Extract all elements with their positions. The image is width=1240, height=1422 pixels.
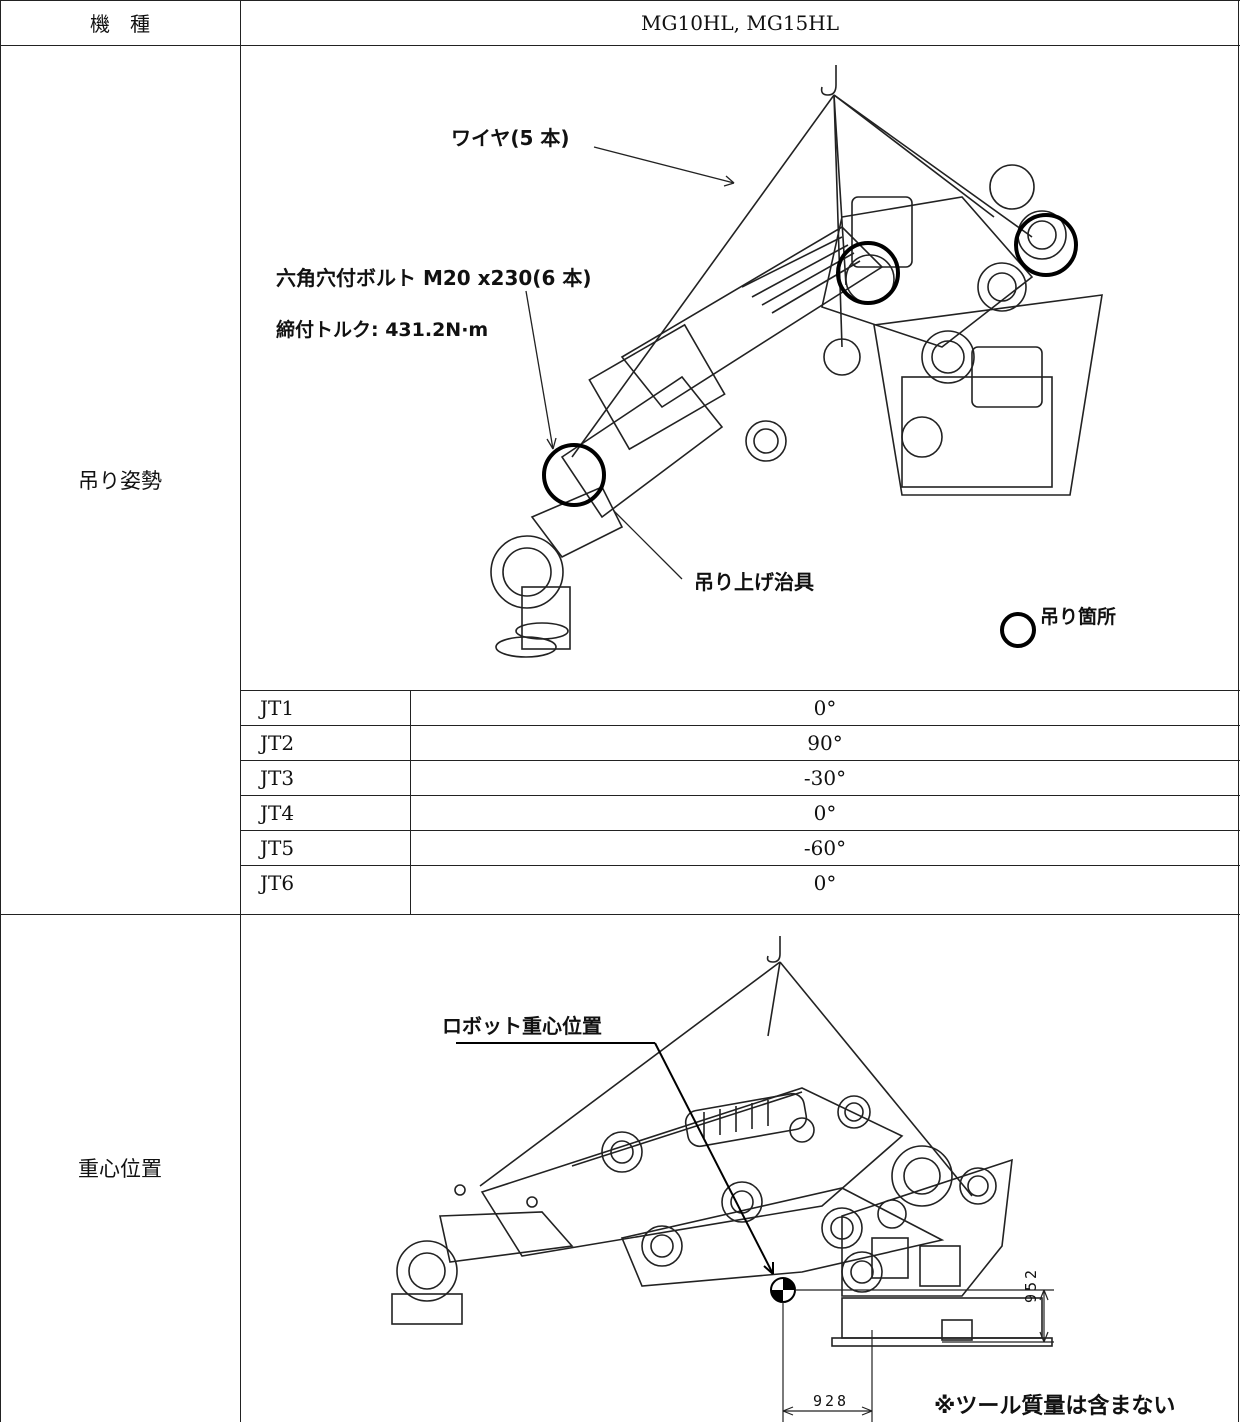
joint-name-jt3: JT3 bbox=[260, 765, 295, 790]
joint-value-jt6: 0° bbox=[813, 870, 837, 895]
legend-lift-point: 吊り箇所 bbox=[1040, 606, 1117, 628]
rule-jt2-bottom bbox=[240, 760, 1240, 761]
rule-label-col bbox=[240, 0, 241, 1422]
callout-torque: 締付トルク: 431.2N·m bbox=[276, 319, 489, 341]
callout-cog: ロボット重心位置 bbox=[442, 1014, 602, 1038]
rule-right-edge bbox=[1238, 0, 1239, 1422]
cog-drawing bbox=[391, 936, 1054, 1422]
joint-name-jt6: JT6 bbox=[260, 870, 295, 895]
dim-horizontal: 928 bbox=[813, 1392, 850, 1410]
joint-value-jt3: -30° bbox=[803, 765, 847, 790]
rule-jt4-bottom bbox=[240, 830, 1240, 831]
joint-name-jt2: JT2 bbox=[260, 730, 295, 755]
rule-jt3-bottom bbox=[240, 795, 1240, 796]
cog-note: ※ツール質量は含まない bbox=[934, 1394, 1176, 1419]
cog-label: 重心位置 bbox=[78, 1157, 162, 1181]
dim-vertical: 952 bbox=[1022, 1266, 1040, 1303]
rule-header-bottom bbox=[0, 45, 1240, 46]
joint-value-jt5: -60° bbox=[803, 835, 847, 860]
joint-value-jt1: 0° bbox=[813, 695, 837, 720]
joint-value-jt4: 0° bbox=[813, 800, 837, 825]
model-value: MG10HL, MG15HL bbox=[641, 10, 839, 35]
rule-joints-top bbox=[240, 690, 1240, 691]
rule-section-divider bbox=[0, 914, 1240, 915]
lift-posture-label: 吊り姿勢 bbox=[78, 468, 162, 493]
joint-name-jt1: JT1 bbox=[260, 695, 295, 720]
rule-left-edge bbox=[0, 0, 1, 1422]
callout-bolt: 六角穴付ボルト M20 x230(6 本) bbox=[276, 266, 592, 290]
lift-posture-drawing bbox=[490, 65, 1103, 658]
model-label: 機 種 bbox=[90, 12, 150, 36]
joint-name-jt4: JT4 bbox=[260, 800, 295, 825]
rule-top bbox=[0, 0, 1240, 1]
joint-value-jt2: 90° bbox=[807, 730, 843, 755]
callout-jig: 吊り上げ治具 bbox=[694, 570, 814, 594]
callout-wire: ワイヤ(5 本) bbox=[451, 126, 570, 150]
joint-name-jt5: JT5 bbox=[260, 835, 295, 860]
rule-joint-col bbox=[410, 690, 411, 914]
rule-jt5-bottom bbox=[240, 865, 1240, 866]
rule-jt1-bottom bbox=[240, 725, 1240, 726]
cog-marker bbox=[770, 1277, 796, 1303]
